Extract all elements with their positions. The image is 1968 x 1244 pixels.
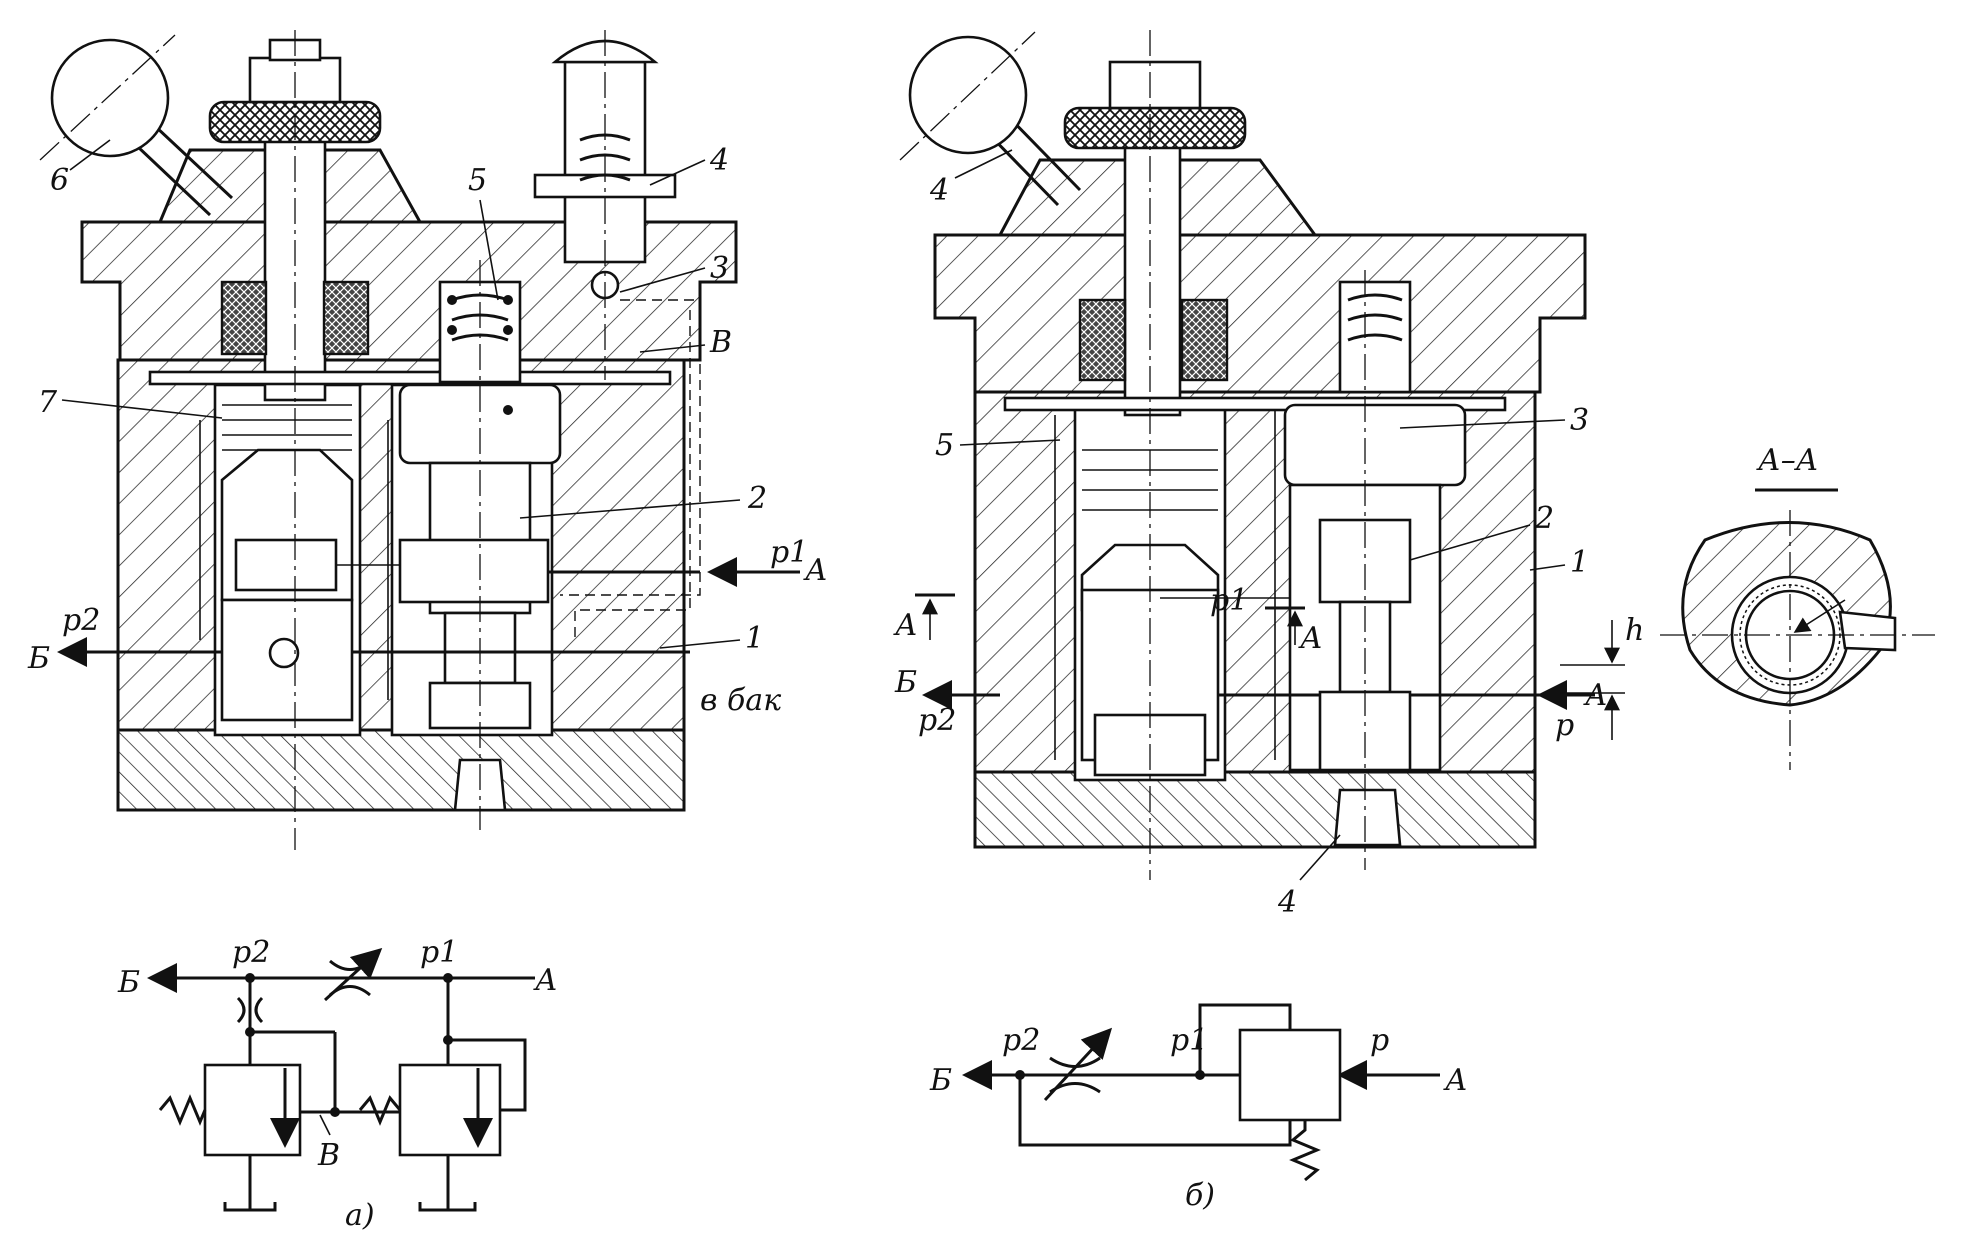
reducer-piston-b [1283, 403, 1467, 487]
callout-b-plug: 4 [1277, 885, 1297, 920]
schem-b-label-a: А [1443, 1063, 1468, 1098]
label-p1: p1 [770, 535, 808, 570]
schem-b-spring [1289, 1120, 1321, 1182]
cover-plate-b [933, 233, 1587, 394]
gasket-a [148, 370, 672, 386]
spring-5 [447, 293, 513, 415]
label-b-p2: p2 [918, 703, 956, 738]
leader-3 [619, 267, 706, 293]
schem-a-label-a: А [533, 963, 558, 998]
schem-b-pilot [1198, 1003, 1292, 1075]
leader-4 [649, 159, 706, 186]
label-b-p: p [1555, 708, 1574, 743]
section-label-a-left: А [893, 608, 918, 643]
figure-a-section: 6 5 4 3 В 7 2 p1 А 1 p2 Б в бак [27, 30, 828, 850]
schem-b-label-p2: p2 [1002, 1023, 1040, 1058]
leader-6 [69, 139, 111, 171]
schem-b-label-p1: p1 [1170, 1023, 1208, 1058]
leader-7 [61, 399, 223, 419]
schem-b-feedback [1018, 1075, 1292, 1147]
label-to-tank: в бак [700, 683, 781, 718]
section-label-a-right: А [1298, 621, 1323, 656]
seal-b-left [1078, 298, 1127, 382]
throttle-thread [222, 404, 352, 451]
callout-6: 6 [50, 163, 69, 198]
schem-a-label-p1: p1 [420, 935, 458, 970]
schem-a-spring-right [358, 1095, 402, 1126]
leader-2 [519, 499, 741, 519]
callout-2: 2 [747, 481, 767, 516]
orifice-hole [268, 637, 300, 669]
leader-1 [659, 639, 741, 649]
schem-b-label-p: p [1370, 1023, 1389, 1058]
callout-b-3: 3 [1570, 403, 1589, 438]
figure-a-schematic: Б p2 p1 А В а) [117, 935, 558, 1233]
callout-b-5: 5 [935, 428, 954, 463]
schem-b-valve [1238, 1028, 1342, 1122]
handle-axis [39, 34, 176, 161]
schem-b-label-b: Б [929, 1063, 952, 1098]
figure-b-schematic: Б p2 p1 p А б) [929, 1003, 1468, 1213]
bottom-plug-b [1333, 788, 1402, 847]
label-b-outlet: Б [894, 665, 917, 700]
callout-3: 3 [710, 251, 729, 286]
label-a: А [803, 553, 828, 588]
schem-a-pilot-right [448, 1038, 527, 1112]
bottom-plate-b [973, 770, 1537, 849]
seal-left [220, 280, 268, 356]
lock-nut-b [1108, 60, 1202, 110]
schem-a-fixed-orifice [236, 996, 264, 1024]
section-title: А–А [1756, 443, 1818, 478]
schem-a-tank-right [418, 1202, 477, 1212]
label-b-p1: p1 [1210, 583, 1248, 618]
drain-channel [574, 310, 691, 640]
bottom-plate [116, 728, 686, 812]
callout-7: 7 [38, 385, 58, 420]
knurled-knob-b [1063, 106, 1247, 150]
callout-v: В [709, 325, 732, 360]
callout-b-2: 2 [1534, 501, 1554, 536]
leader-v [639, 344, 706, 353]
throttle-stem-b [1123, 113, 1182, 417]
pilot-channel [560, 299, 701, 596]
callout-4: 4 [709, 143, 729, 178]
reducer-land [398, 538, 550, 604]
label-b: Б [27, 641, 50, 676]
label-b-inlet: А [1583, 678, 1608, 713]
schem-a-tank-left [223, 1202, 277, 1212]
schem-a-throttle-arrow [323, 947, 383, 1002]
seal-b-right [1180, 298, 1229, 382]
callout-5: 5 [468, 163, 487, 198]
callout-b-1: 1 [1570, 545, 1589, 580]
schem-a-label-p2: p2 [232, 935, 270, 970]
caption-a: а) [345, 1198, 375, 1233]
callout-b-4: 4 [929, 173, 949, 208]
label-p2: p2 [62, 603, 100, 638]
schem-a-spring-left [158, 1094, 207, 1126]
section-port [1838, 610, 1897, 652]
caption-b: б) [1185, 1178, 1215, 1213]
dimension-h: h [1625, 613, 1644, 648]
schem-a-label-v: В [317, 1138, 340, 1173]
throttle-slot [234, 538, 338, 592]
schem-a-label-b: Б [117, 965, 140, 1000]
section-a-a: А–А [1660, 443, 1935, 770]
schem-a-valve-right [398, 1063, 502, 1157]
spring-cavity-b [1338, 280, 1412, 394]
callout-1: 1 [745, 621, 764, 656]
leader-5 [479, 199, 499, 301]
seal-right [322, 280, 370, 356]
figure-b-section: 4 3 5 2 1 А p1 А h Б p2 p А 4 [893, 30, 1644, 920]
